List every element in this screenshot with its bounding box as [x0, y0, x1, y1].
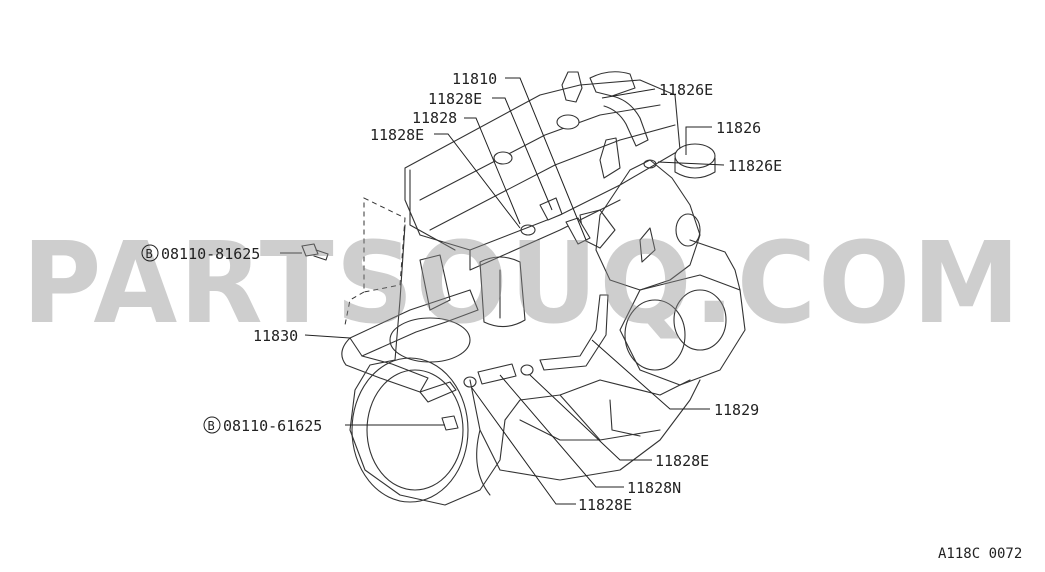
bolt-symbol-icon: [141, 244, 159, 262]
bolt-symbol-icon: [203, 416, 221, 434]
label-bolt-upper: 08110-81625: [161, 245, 260, 263]
bolt-symbol-lower: B: [208, 419, 215, 433]
bolt-symbol-upper: B: [146, 247, 153, 261]
figure-code: A118C 0072: [938, 546, 1022, 562]
label-11829: 11829: [714, 401, 759, 419]
label-11810: 11810: [452, 70, 497, 88]
label-11828e-low: 11828E: [655, 452, 709, 470]
label-11828e-bottom: 11828E: [578, 496, 632, 514]
watermark-text: PARTSOUQ.COM: [22, 219, 1022, 349]
label-11828e-mid: 11828E: [370, 126, 424, 144]
leader-lines: [280, 77, 725, 505]
label-bolt-lower: 08110-61625: [223, 417, 322, 435]
label-11826e-mid: 11826E: [728, 157, 782, 175]
callout-labels: 11810 11828E 11828 11828E 11826E 11826 1…: [141, 70, 782, 514]
label-11826: 11826: [716, 119, 761, 137]
label-11828: 11828: [412, 109, 457, 127]
label-11826e-top: 11826E: [659, 81, 713, 99]
label-11828e-top: 11828E: [428, 90, 482, 108]
engine-illustration: [301, 71, 746, 506]
label-11830: 11830: [253, 327, 298, 345]
bolt-lower-callout: B 08110-61625: [203, 416, 322, 435]
bolt-upper-callout: B 08110-81625: [141, 244, 260, 263]
label-11828n: 11828N: [627, 479, 681, 497]
